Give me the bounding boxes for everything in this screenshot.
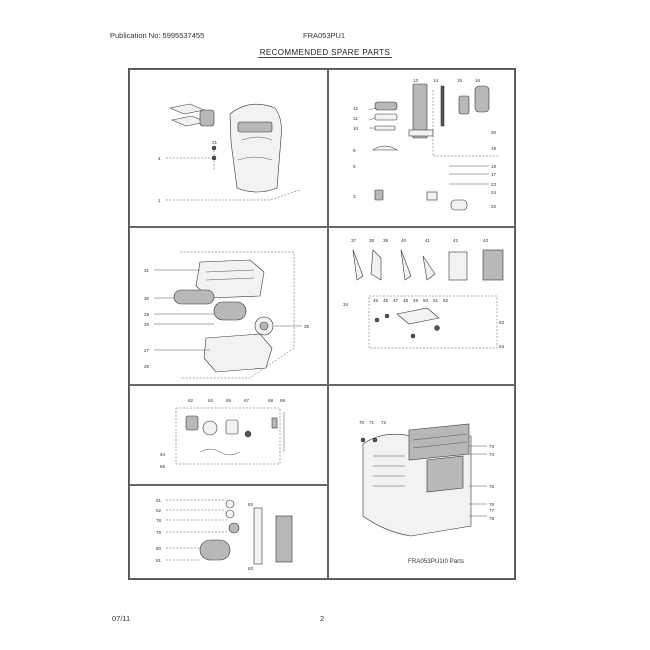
label-18: 18 — [491, 164, 497, 169]
label-64: 64 — [160, 452, 166, 457]
page-number: 2 — [320, 614, 325, 623]
label-69: 69 — [280, 398, 286, 403]
cabinet-rear-drawing: 70 71 72 73 74 75 76 77 78 — [359, 420, 495, 537]
label-14: 14 — [433, 78, 439, 83]
label-45: 45 — [373, 298, 379, 303]
label-20: 20 — [491, 130, 497, 135]
panel-accessories: 61 62 78 79 80 81 82 83 — [129, 485, 328, 579]
label-4: 4 — [158, 156, 161, 161]
panel-front-cover: 4 21 1 — [129, 69, 328, 227]
label-9: 9 — [353, 148, 356, 153]
label-37: 37 — [351, 238, 357, 243]
label-23: 23 — [491, 182, 497, 187]
label-39: 39 — [383, 238, 389, 243]
front-cover-drawing: 4 21 1 — [158, 103, 301, 203]
label-75: 75 — [489, 484, 495, 489]
label-68: 68 — [268, 398, 274, 403]
control-parts-drawing: 12 11 10 9 8 3 13 14 15 16 20 19 18 17 2… — [353, 78, 499, 211]
label-30: 30 — [144, 296, 150, 301]
label-70: 70 — [359, 420, 365, 425]
label-42: 42 — [453, 238, 459, 243]
label-49: 49 — [413, 298, 419, 303]
label-83: 83 — [248, 566, 254, 571]
label-71: 71 — [369, 420, 375, 425]
label-19: 19 — [491, 146, 497, 151]
label-46: 46 — [383, 298, 389, 303]
label-35: 35 — [304, 324, 310, 329]
diagram-caption: FRA053PU1I0 Parts — [408, 558, 465, 565]
label-12: 12 — [353, 106, 359, 111]
label-40: 40 — [401, 238, 407, 243]
label-51: 51 — [433, 298, 439, 303]
label-3: 3 — [353, 194, 356, 199]
label-10: 10 — [353, 126, 359, 131]
panel-electrical-parts: 62 63 65 67 68 69 64 66 — [129, 385, 328, 485]
label-72: 72 — [381, 420, 387, 425]
label-78: 78 — [489, 516, 495, 521]
label-1: 1 — [158, 198, 161, 203]
label-65: 65 — [226, 398, 232, 403]
label-24: 24 — [491, 190, 497, 195]
label-81: 81 — [156, 558, 162, 563]
label-43: 43 — [483, 238, 489, 243]
panel-control-parts: 12 11 10 9 8 3 13 14 15 16 20 19 18 17 2… — [328, 69, 515, 227]
label-77: 77 — [489, 508, 495, 513]
accessories-drawing: 61 62 78 79 80 81 82 83 — [156, 498, 293, 571]
label-11: 11 — [353, 116, 358, 121]
label-34: 34 — [343, 302, 349, 307]
label-73: 73 — [489, 444, 495, 449]
label-47: 47 — [393, 298, 399, 303]
label-80: 80 — [156, 546, 162, 551]
label-66: 66 — [160, 464, 166, 469]
label-26: 26 — [144, 364, 150, 369]
label-79: 79 — [156, 530, 162, 535]
label-29: 29 — [144, 312, 150, 317]
electrical-parts-drawing: 62 63 65 67 68 69 64 66 — [160, 398, 286, 469]
label-15: 15 — [457, 78, 463, 83]
label-74: 74 — [489, 452, 495, 457]
parts-diagram-frame: 4 21 1 12 11 — [128, 68, 516, 580]
label-38: 38 — [369, 238, 375, 243]
label-76: 76 — [489, 502, 495, 507]
label-41: 41 — [425, 238, 431, 243]
label-63: 63 — [208, 398, 214, 403]
model-number: FRA053PU1 — [303, 31, 346, 40]
label-28: 28 — [144, 322, 150, 327]
rear-parts-drawing: 37 38 39 40 41 42 43 34 45 46 47 48 49 5… — [343, 238, 505, 349]
label-62b: 62 — [156, 508, 162, 513]
label-67: 67 — [244, 398, 250, 403]
label-82: 82 — [248, 502, 254, 507]
label-48: 48 — [403, 298, 409, 303]
label-13: 13 — [413, 78, 419, 83]
panel-blower-assembly: 31 30 29 28 27 26 35 — [129, 227, 328, 385]
label-17: 17 — [491, 172, 497, 177]
label-54: 54 — [499, 344, 505, 349]
label-16: 16 — [475, 78, 481, 83]
label-31: 31 — [144, 268, 150, 273]
page-title: RECOMMENDED SPARE PARTS — [257, 48, 393, 58]
label-61: 61 — [156, 498, 162, 503]
label-62: 62 — [188, 398, 194, 403]
label-50: 50 — [423, 298, 429, 303]
footer-date: 07/11 — [112, 614, 131, 623]
label-21: 21 — [212, 140, 218, 145]
label-53: 53 — [499, 320, 505, 325]
panel-cabinet-rear: 70 71 72 73 74 75 76 77 78 — [328, 385, 515, 579]
publication-number: Publication No: 5995537455 — [110, 31, 205, 40]
label-22: 22 — [491, 204, 497, 209]
blower-assembly-drawing: 31 30 29 28 27 26 35 — [144, 251, 310, 379]
label-27: 27 — [144, 348, 150, 353]
label-52: 52 — [443, 298, 449, 303]
label-8: 8 — [353, 164, 356, 169]
label-78b: 78 — [156, 518, 162, 523]
panel-rear-parts: 37 38 39 40 41 42 43 34 45 46 47 48 49 5… — [328, 227, 515, 385]
